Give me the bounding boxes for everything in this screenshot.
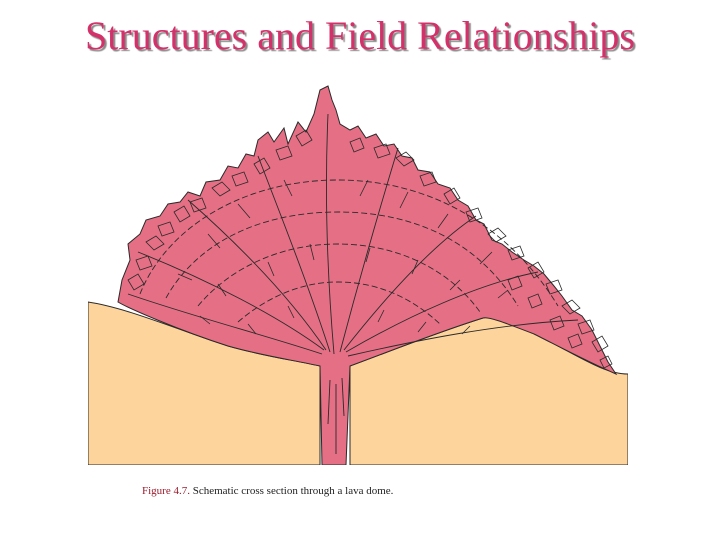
joint-line (127, 293, 323, 355)
cross-joint (199, 305, 471, 335)
flow-band-inner (197, 243, 481, 313)
lava-dome-body (117, 85, 618, 465)
lava-dome-diagram (88, 85, 628, 465)
figure-label: Figure 4.7. (142, 485, 190, 497)
breccia-block (507, 275, 583, 349)
joint-line (187, 199, 327, 351)
breccia-blocks (127, 129, 613, 369)
flow-bands (139, 179, 559, 325)
joint-line (257, 155, 331, 353)
flow-band-core (237, 281, 441, 325)
cross-joints (177, 179, 509, 335)
figure-caption: Figure 4.7. Schematic cross section thro… (142, 483, 642, 499)
breccia-block (173, 171, 249, 223)
figure-caption-text: Schematic cross section through a lava d… (189, 485, 394, 497)
breccia-block (465, 207, 545, 279)
joint-line (341, 377, 345, 417)
breccia-block (545, 279, 613, 369)
breccia-block (373, 143, 461, 205)
joint-line (343, 215, 477, 351)
lava-dome-figure (88, 84, 628, 465)
flow-band-middle (165, 211, 519, 307)
joint-line (347, 319, 579, 357)
breccia-block (127, 221, 175, 291)
joint-line (339, 147, 399, 353)
breccia-block (253, 129, 365, 175)
joint-line (327, 379, 331, 425)
cross-joint (207, 179, 493, 265)
slide-title: Structures and Field Relationships (85, 13, 635, 58)
joint-line (325, 113, 335, 355)
joint-line (137, 251, 325, 351)
cross-joint (177, 243, 509, 299)
